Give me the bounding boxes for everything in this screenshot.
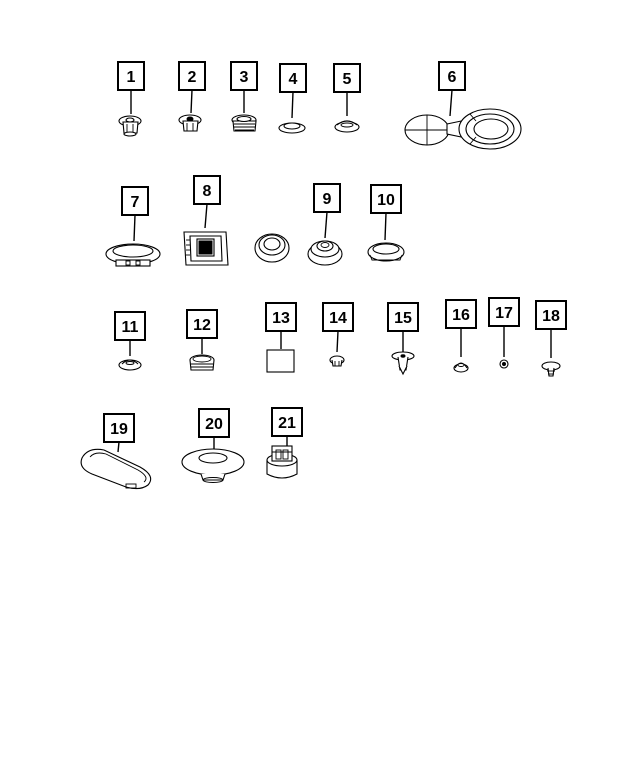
connector-boot-icon [266, 445, 298, 479]
callout-13: 13 [265, 302, 297, 349]
callout-label: 7 [131, 194, 140, 211]
push-pin-clip-icon [178, 114, 202, 132]
callout-label: 21 [278, 415, 296, 432]
callout-label: 12 [193, 317, 211, 334]
flat-plug-icon [278, 122, 306, 134]
callout-label: 11 [122, 319, 139, 336]
tree-clip-icon [541, 361, 561, 377]
callout-label: 1 [127, 69, 136, 86]
callout-19: 19 [103, 413, 135, 453]
callout-16: 16 [445, 299, 477, 357]
large-oval-plug-icon [80, 448, 152, 490]
callout-14: 14 [322, 302, 354, 353]
callout-label: 10 [377, 192, 395, 209]
round-grommet-icon [254, 233, 290, 263]
callout-9: 9 [313, 183, 341, 239]
ball-stud-icon [499, 359, 509, 369]
callout-17: 17 [488, 297, 520, 357]
oval-grommet-icon [367, 242, 405, 262]
callout-8: 8 [193, 175, 221, 229]
callout-3: 3 [230, 61, 258, 113]
push-rivet-icon [391, 351, 415, 376]
cap-plug-icon [453, 362, 469, 373]
round-grommet-icon [307, 240, 343, 266]
callout-7: 7 [121, 186, 149, 242]
callout-label: 3 [240, 69, 249, 86]
callout-6: 6 [438, 61, 466, 117]
callout-label: 9 [323, 191, 332, 208]
callout-label: 2 [188, 69, 197, 86]
callout-11: 11 [114, 311, 146, 356]
oval-plug-icon [105, 243, 161, 267]
callout-label: 6 [448, 69, 457, 86]
callout-1: 1 [117, 61, 145, 114]
dome-plug-icon [334, 120, 360, 133]
callout-4: 4 [279, 63, 307, 119]
cup-plug-icon [189, 354, 215, 371]
callout-21: 21 [271, 407, 303, 452]
square-pad-icon [266, 349, 295, 373]
callout-5: 5 [333, 63, 361, 116]
callout-label: 16 [452, 307, 470, 324]
callout-label: 17 [495, 305, 513, 322]
callout-10: 10 [370, 184, 402, 241]
callout-label: 18 [542, 308, 560, 325]
oval-grommet-pair-icon [404, 108, 522, 150]
callout-15: 15 [387, 302, 419, 352]
callout-label: 19 [110, 421, 128, 438]
callout-label: 8 [203, 183, 212, 200]
callout-label: 14 [329, 310, 347, 327]
push-pin-clip-icon [118, 115, 142, 137]
small-clip-icon [329, 355, 345, 367]
callout-2: 2 [178, 61, 206, 114]
threaded-plug-icon [231, 114, 257, 132]
callout-label: 13 [272, 310, 290, 327]
callout-label: 20 [205, 416, 223, 433]
callout-18: 18 [535, 300, 567, 358]
callout-20: 20 [198, 408, 230, 455]
small-plug-icon [118, 359, 142, 371]
callout-label: 15 [394, 310, 412, 327]
callout-12: 12 [186, 309, 218, 354]
callout-label: 5 [343, 71, 352, 88]
large-round-plug-icon [181, 448, 245, 483]
square-grommet-icon [183, 231, 229, 266]
callout-label: 4 [289, 71, 298, 88]
